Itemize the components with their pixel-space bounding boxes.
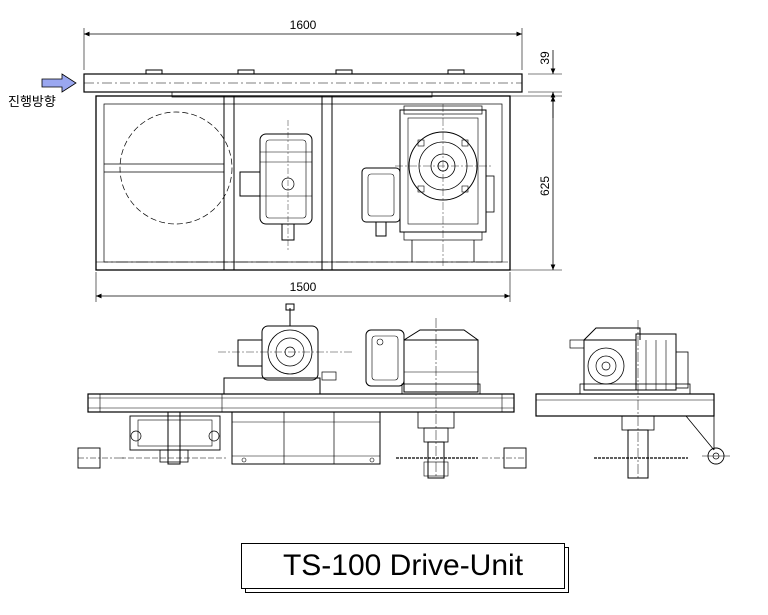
side-base: [535, 320, 715, 480]
dimension-625-label: 625: [538, 176, 552, 196]
dimension-625: [510, 95, 562, 271]
center-frame: [231, 411, 381, 465]
reducer-plan: [361, 104, 495, 266]
direction-label: 진행방향: [8, 94, 56, 110]
side-sprocket: [594, 415, 730, 479]
base-beam: [87, 393, 515, 413]
dimension-39-label: 39: [538, 51, 552, 65]
end-rails: [77, 447, 527, 469]
dimension-1600: [83, 28, 523, 70]
sprocket-outline: [119, 111, 233, 225]
frame: [95, 95, 511, 271]
reducer-elevation: [365, 318, 481, 478]
side-elevation: [535, 320, 730, 480]
title-block: TS-100 Drive-Unit: [241, 543, 565, 589]
front-elevation: [77, 303, 527, 479]
top-rail: [83, 69, 523, 98]
drawing-title: TS-100 Drive-Unit: [282, 549, 524, 582]
dimension-1500-label: 1500: [290, 280, 317, 294]
reducer-side: [569, 327, 691, 395]
dimension-1600-label: 1600: [290, 18, 317, 32]
motor-plan: [239, 120, 313, 250]
direction-arrow-icon: [41, 73, 77, 93]
left-sprocket: [120, 411, 226, 465]
motor-elevation: [218, 303, 352, 395]
drive-sprocket: [396, 411, 478, 479]
dimension-1500: [95, 272, 511, 302]
plan-view: [83, 28, 562, 302]
